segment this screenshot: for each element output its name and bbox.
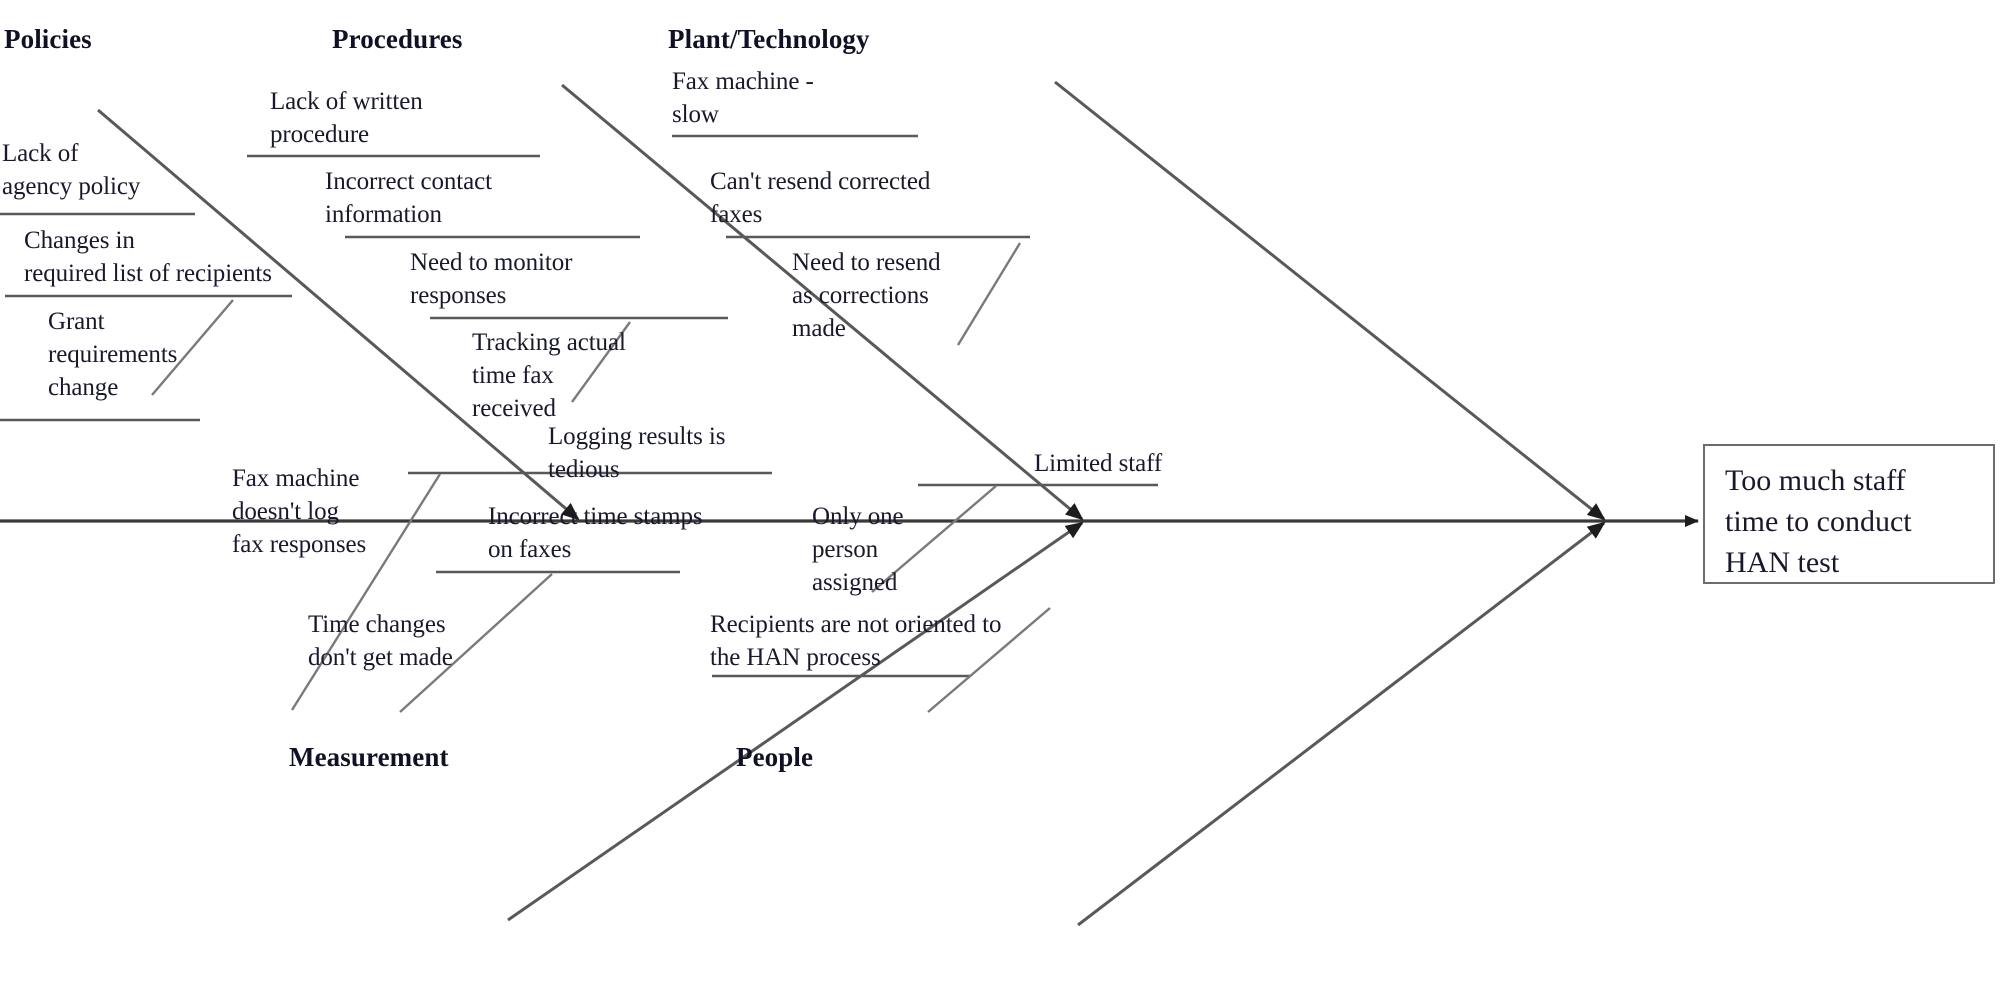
subbone-group-measurement (290, 471, 772, 713)
category-label-people: People (736, 742, 814, 772)
subbone-policies-diag (151, 299, 234, 396)
subbone-group-procedures (247, 154, 728, 403)
effect-text: Too much staff time to conduct HAN test (1725, 464, 1912, 579)
cause-label-procedures-2: Incorrect contact information (325, 168, 492, 228)
subbone-plant-diag (956, 242, 1022, 346)
category-bone-people (1077, 521, 1606, 927)
subbone-group-policies (0, 212, 292, 422)
cause-label-policies-2: Changes in required list of recipients (24, 227, 272, 287)
subbone-measurement-diag-2 (399, 573, 553, 713)
cause-label-plant-3: Need to resend as corrections made (792, 249, 941, 342)
category-bone-measurement (507, 521, 1084, 922)
cause-label-measurement-3: Incorrect time stamps on faxes (488, 503, 703, 563)
category-label-measurement: Measurement (289, 742, 449, 772)
subbone-procedures-diag (571, 321, 631, 403)
category-label-procedures: Procedures (332, 24, 463, 54)
cause-label-procedures-1: Lack of written procedure (270, 88, 423, 148)
cause-label-plant-1: Fax machine - slow (672, 68, 814, 128)
cause-label-people-3: Recipients are not oriented to the HAN p… (710, 611, 1002, 671)
category-bone-plant-technology (1054, 80, 1606, 521)
subbone-measurement-diag-1 (290, 473, 442, 711)
cause-label-procedures-4: Tracking actual time fax received (472, 329, 626, 422)
subbone-people-diag-1 (871, 485, 997, 593)
cause-label-measurement-4: Time changes don't get made (308, 611, 453, 671)
subbone-group-people (712, 483, 1158, 713)
cause-label-people-2: Only one person assigned (812, 503, 904, 596)
category-label-policies: Policies (4, 24, 92, 54)
subbone-people-diag-2 (927, 607, 1051, 713)
category-bone-policies (97, 108, 580, 521)
cause-label-plant-2: Can't resend corrected faxes (710, 168, 931, 228)
cause-label-people-1: Limited staff (1034, 450, 1163, 477)
category-label-plant-technology: Plant/Technology (668, 24, 870, 54)
cause-label-measurement-1: Logging results is tedious (548, 423, 726, 483)
subbone-group-plant (672, 134, 1030, 346)
effect-box: Too much staff time to conduct HAN test (1703, 444, 1995, 584)
cause-label-policies-1: Lack of agency policy (2, 140, 141, 200)
category-bone-procedures (561, 83, 1084, 521)
cause-label-measurement-2: Fax machine doesn't log fax responses (232, 465, 367, 558)
cause-label-procedures-3: Need to monitor responses (410, 249, 573, 309)
cause-label-policies-3: Grant requirements change (48, 308, 178, 401)
